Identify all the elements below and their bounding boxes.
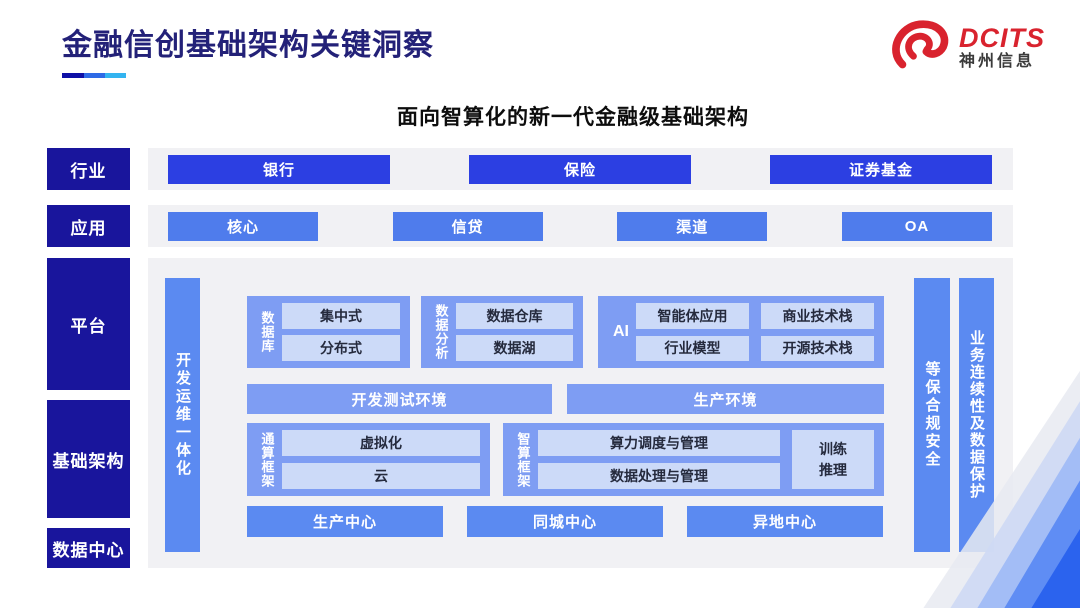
analytics-group: 数据分析 数据仓库 数据湖 [421,296,583,368]
ai-framework-label: 智算框架 [515,431,531,488]
row-label-platform: 平台 [47,258,130,390]
underline-segment [105,73,126,78]
application-item-channel: 渠道 [617,211,768,241]
industry-row-content: 银行 保险 证券基金 [148,148,1013,190]
database-group-label: 数据库 [259,311,275,353]
general-framework-label: 通算框架 [259,431,275,488]
industry-item-bank: 银行 [168,154,390,184]
application-row: 应用 核心 信贷 渠道 OA [47,205,1013,247]
application-item-core: 核心 [168,211,318,241]
underline-segment [84,73,105,78]
remote-center: 异地中心 [687,506,883,537]
chip-commercial-stack: 商业技术栈 [761,303,874,329]
capability-groups-row: 数据库 集中式 分布式 数据分析 数据仓 [247,296,884,368]
company-logo: DCITS 神州信息 [889,18,1045,77]
row-label-datacenter: 数据中心 [47,528,130,568]
chip-training-inference: 训练 推理 [792,430,874,489]
chip-centralized: 集中式 [282,303,400,329]
devops-vertical-bar: 开发运维一体化 [165,278,200,552]
production-environment: 生产环境 [567,384,884,414]
industry-item-insurance: 保险 [469,154,691,184]
chip-compute-scheduling: 算力调度与管理 [538,430,780,456]
same-city-center: 同城中心 [467,506,663,537]
chip-data-lake: 数据湖 [456,335,573,361]
chip-opensource-stack: 开源技术栈 [761,335,874,361]
chip-agent-app: 智能体应用 [636,303,749,329]
dev-test-environment: 开发测试环境 [247,384,552,414]
chip-data-warehouse: 数据仓库 [456,303,573,329]
database-group: 数据库 集中式 分布式 [247,296,410,368]
chip-data-processing: 数据处理与管理 [538,463,780,489]
ai-computing-framework: 智算框架 算力调度与管理 数据处理与管理 训练 推理 [503,423,884,496]
application-item-credit: 信贷 [392,211,543,241]
ai-group-label: AI [613,323,629,340]
row-label-infrastructure: 基础架构 [47,400,130,518]
analytics-group-label: 数据分析 [433,304,449,360]
application-item-oa: OA [841,211,992,241]
platform-panel: 开发运维一体化 数据库 集中式 分布式 [148,258,1013,568]
architecture-diagram: 行业 银行 保险 证券基金 应用 核心 信贷 渠道 OA 平台 [47,148,1013,568]
environments-row: 开发测试环境 生产环境 [247,384,884,414]
logo-swirl-icon [889,18,951,77]
platform-band: 平台 基础架构 数据中心 开发运维一体化 数据库 集中式 [47,258,1013,568]
chip-cloud: 云 [282,463,480,489]
continuity-vertical-bar: 业务连续性及数据保护 [959,278,994,552]
chip-distributed: 分布式 [282,335,400,361]
row-label-application: 应用 [47,205,130,247]
logo-brand: DCITS [959,22,1045,53]
underline-segment [62,73,84,78]
page-title: 金融信创基础架构关键洞察 [62,29,434,62]
frameworks-row: 通算框架 虚拟化 云 智算框架 算力调度 [247,423,884,496]
title-block: 金融信创基础架构关键洞察 [62,20,434,78]
chip-virtualization: 虚拟化 [282,430,480,456]
datacenters-row: 生产中心 同城中心 异地中心 [247,506,884,537]
ai-group: AI 智能体应用 商业技术栈 行业模型 开源技术栈 [598,296,884,368]
production-center: 生产中心 [247,506,443,537]
application-row-content: 核心 信贷 渠道 OA [148,205,1013,247]
industry-row: 行业 银行 保险 证券基金 [47,148,1013,190]
industry-item-securities: 证券基金 [770,154,992,184]
title-underline [62,73,126,78]
general-computing-framework: 通算框架 虚拟化 云 [247,423,490,496]
row-label-industry: 行业 [47,148,130,190]
chip-industry-model: 行业模型 [636,335,749,361]
diagram-title: 面向智算化的新一代金融级基础架构 [397,106,749,129]
logo-company: 神州信息 [959,53,1036,71]
security-vertical-bar: 等保合规安全 [914,278,950,552]
